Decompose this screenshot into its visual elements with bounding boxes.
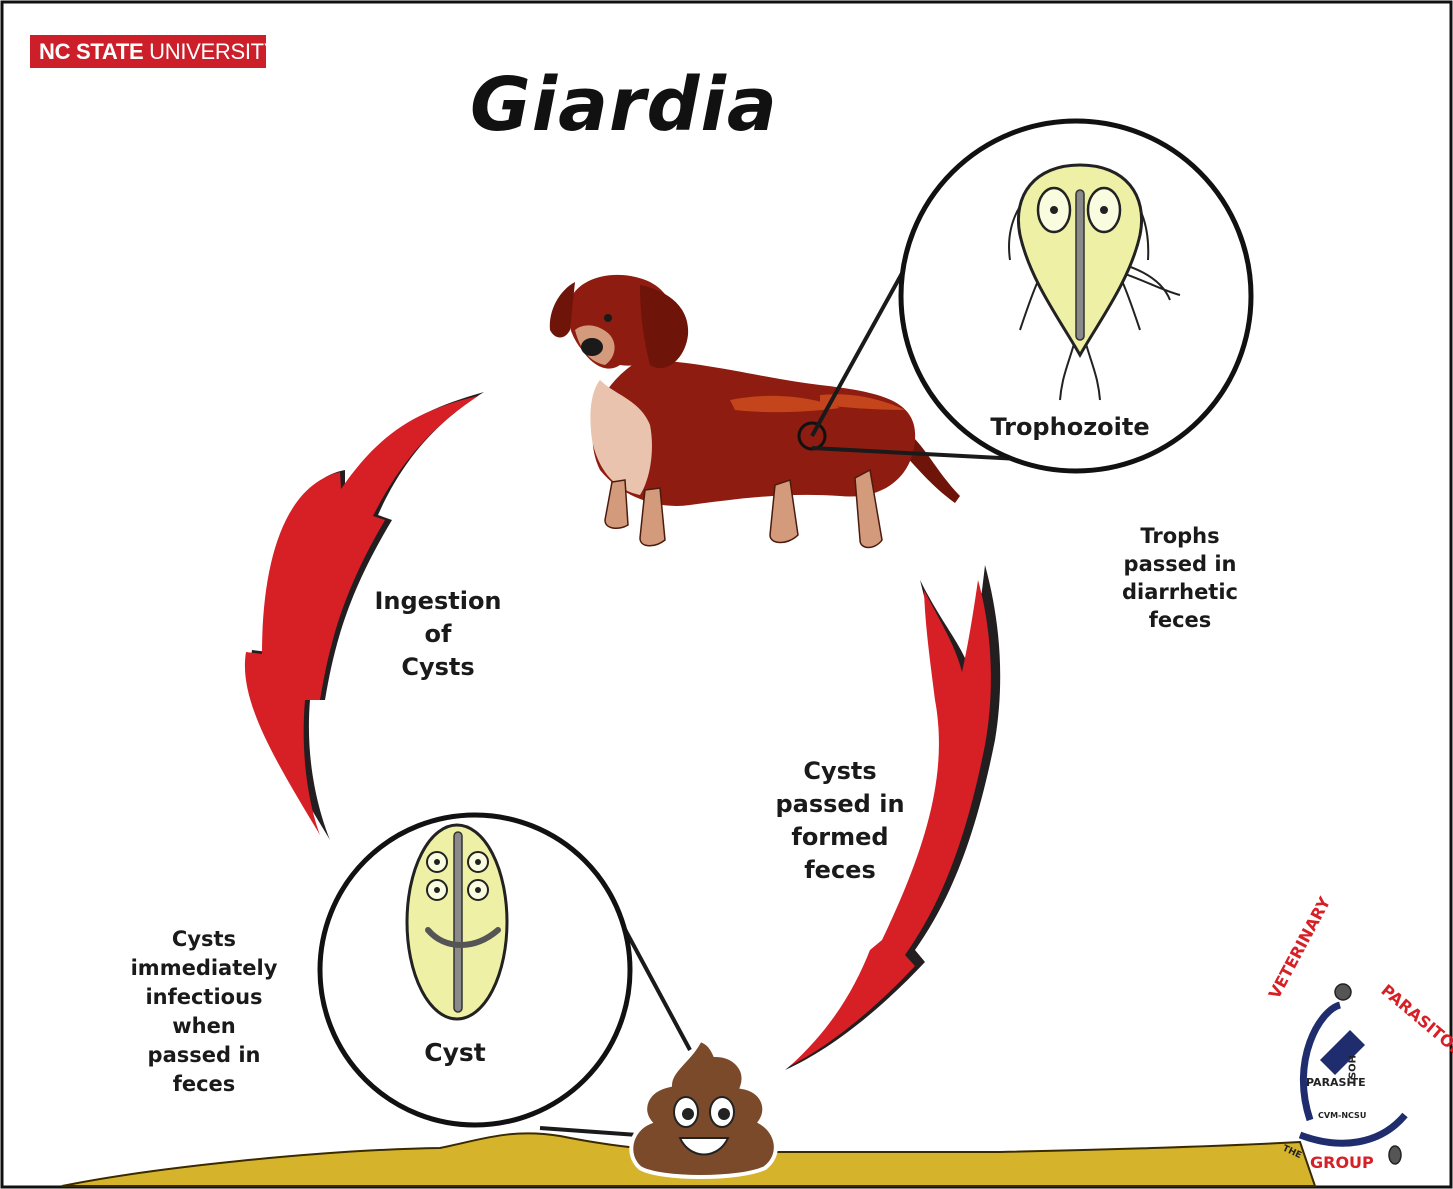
label-cyst: Cyst (400, 1038, 510, 1067)
poop-icon (631, 1040, 776, 1177)
nc-state-badge: NC STATE UNIVERSITY (30, 35, 266, 68)
vpg-logo: VETERINARY PARASITOLOGY GROUP THE PARASI… (1265, 893, 1453, 1172)
logo-parasite: PARASITE (1306, 1076, 1366, 1089)
label-trophs-passed: Trophs passed in diarrhetic feces (1105, 522, 1255, 634)
logo-cvm: CVM-NCSU (1318, 1111, 1366, 1120)
badge-bold-text: NC STATE (39, 39, 143, 64)
label-cysts-immediate: Cysts immediately infectious when passed… (128, 925, 280, 1099)
dog-icon (550, 275, 960, 548)
logo-host: HOST (1346, 1055, 1357, 1086)
badge-light-text: UNIVERSITY (143, 39, 278, 64)
logo-ring-bottom: GROUP (1310, 1153, 1374, 1172)
label-ingestion: Ingestion of Cysts (358, 585, 518, 684)
logo-ring-right: PARASITOLOGY (1377, 981, 1453, 1084)
cyst-callout (320, 815, 630, 1125)
label-cysts-formed: Cysts passed in formed feces (760, 755, 920, 887)
page-title: Giardia (470, 62, 778, 148)
label-trophozoite: Trophozoite (985, 413, 1155, 441)
logo-ring-left: VETERINARY (1265, 893, 1335, 1001)
